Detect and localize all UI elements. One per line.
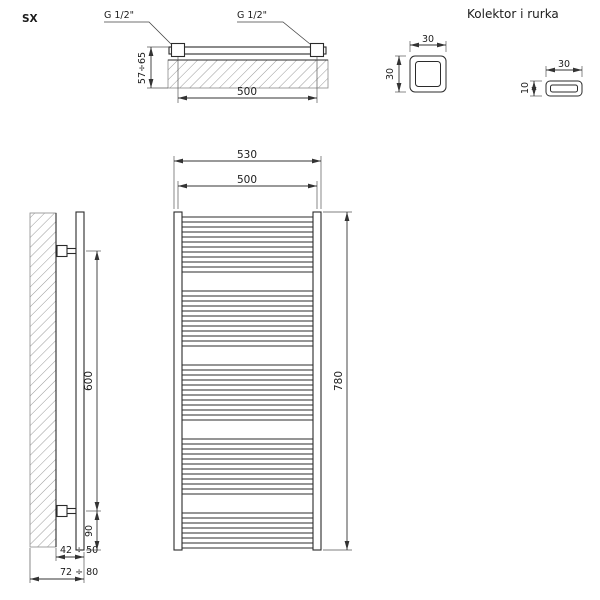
radiator-tube <box>181 246 314 253</box>
radiator-tube <box>181 512 314 519</box>
wall-hatch-side <box>29 212 57 548</box>
dim-text-530: 530 <box>237 149 257 161</box>
fitting-right <box>309 42 325 58</box>
dim-text-depth: 57÷65 <box>137 52 148 84</box>
dim-front-530: 530 <box>173 149 322 209</box>
collector-left <box>173 211 183 551</box>
thread-label-left: G 1/2" <box>104 10 134 21</box>
radiator-tube <box>181 468 314 475</box>
radiator-tube <box>181 330 314 337</box>
dim-collector-height: 30 <box>385 55 406 93</box>
rail-plan <box>168 46 327 55</box>
dim-front-780: 780 <box>323 211 352 551</box>
radiator-tube <box>181 478 314 485</box>
collector-profile-outer <box>409 55 447 93</box>
radiator-tube <box>181 266 314 273</box>
dim-front-500: 500 <box>177 174 318 209</box>
dim-text-780: 780 <box>333 371 345 391</box>
dim-top-500: 500 <box>177 57 318 103</box>
dim-text-90: 90 <box>84 525 95 537</box>
radiator-tube <box>181 216 314 223</box>
radiator-tube <box>181 458 314 465</box>
side-view: 600 90 42 ÷ 50 72 ÷ 80 <box>29 211 101 583</box>
radiator-tube <box>181 542 314 549</box>
variant-label: SX <box>22 13 38 25</box>
dim-text-600: 600 <box>83 371 95 391</box>
tube-profile-inner <box>550 84 578 93</box>
radiator-tube <box>181 448 314 455</box>
front-view: 530 500 780 <box>173 149 352 551</box>
radiator-tube <box>181 364 314 371</box>
top-view: G 1/2" G 1/2" 500 57÷65 <box>104 10 329 103</box>
radiator-tube <box>181 290 314 297</box>
dim-text-depth-near: 42 ÷ 50 <box>60 545 98 556</box>
dim-top-depth: 57÷65 <box>137 46 169 89</box>
radiator-side-profile <box>75 211 85 551</box>
collector-section-title: Kolektor i rurka <box>467 7 559 21</box>
bracket-fitting-top <box>56 244 68 258</box>
radiator-tube <box>181 384 314 391</box>
dim-collector-width: 30 <box>409 34 447 52</box>
collector-section: Kolektor i rurka 30 30 30 <box>385 7 583 97</box>
radiator-tube <box>181 394 314 401</box>
dim-side-600: 600 <box>83 250 101 512</box>
collector-profile-inner <box>415 61 441 87</box>
dim-side-depths: 42 ÷ 50 72 ÷ 80 <box>29 545 98 583</box>
radiator-tube <box>181 414 314 421</box>
radiator-tube <box>181 320 314 327</box>
dim-text: 30 <box>385 68 396 80</box>
dim-text-500: 500 <box>237 86 257 98</box>
dim-side-90: 90 <box>84 511 101 551</box>
dim-tube-height: 10 <box>520 80 542 97</box>
collector-right <box>312 211 322 551</box>
dim-text-depth-total: 72 ÷ 80 <box>60 567 98 578</box>
radiator-tube <box>181 374 314 381</box>
radiator-tube <box>181 236 314 243</box>
radiator-tube <box>181 310 314 317</box>
thread-label-right: G 1/2" <box>237 10 267 21</box>
dim-text: 30 <box>558 59 570 70</box>
radiator-tube <box>181 488 314 495</box>
radiator-tube <box>181 522 314 529</box>
bracket-fitting-bottom <box>56 504 68 518</box>
radiator-tube <box>181 256 314 263</box>
dim-text: 30 <box>422 34 434 45</box>
leader-right <box>237 21 311 45</box>
dim-text-500: 500 <box>237 174 257 186</box>
dim-tube-width: 30 <box>545 59 583 77</box>
radiator-tube <box>181 226 314 233</box>
radiator-tube <box>181 340 314 347</box>
radiator-tube <box>181 300 314 307</box>
fitting-left <box>170 42 186 58</box>
tube-profile-outer <box>545 80 583 97</box>
radiator-tube <box>181 438 314 445</box>
leader-left <box>104 21 172 45</box>
radiator-tube <box>181 404 314 411</box>
dim-text: 10 <box>520 82 531 94</box>
radiator-tube <box>181 532 314 539</box>
wall-hatch-top <box>167 59 329 89</box>
